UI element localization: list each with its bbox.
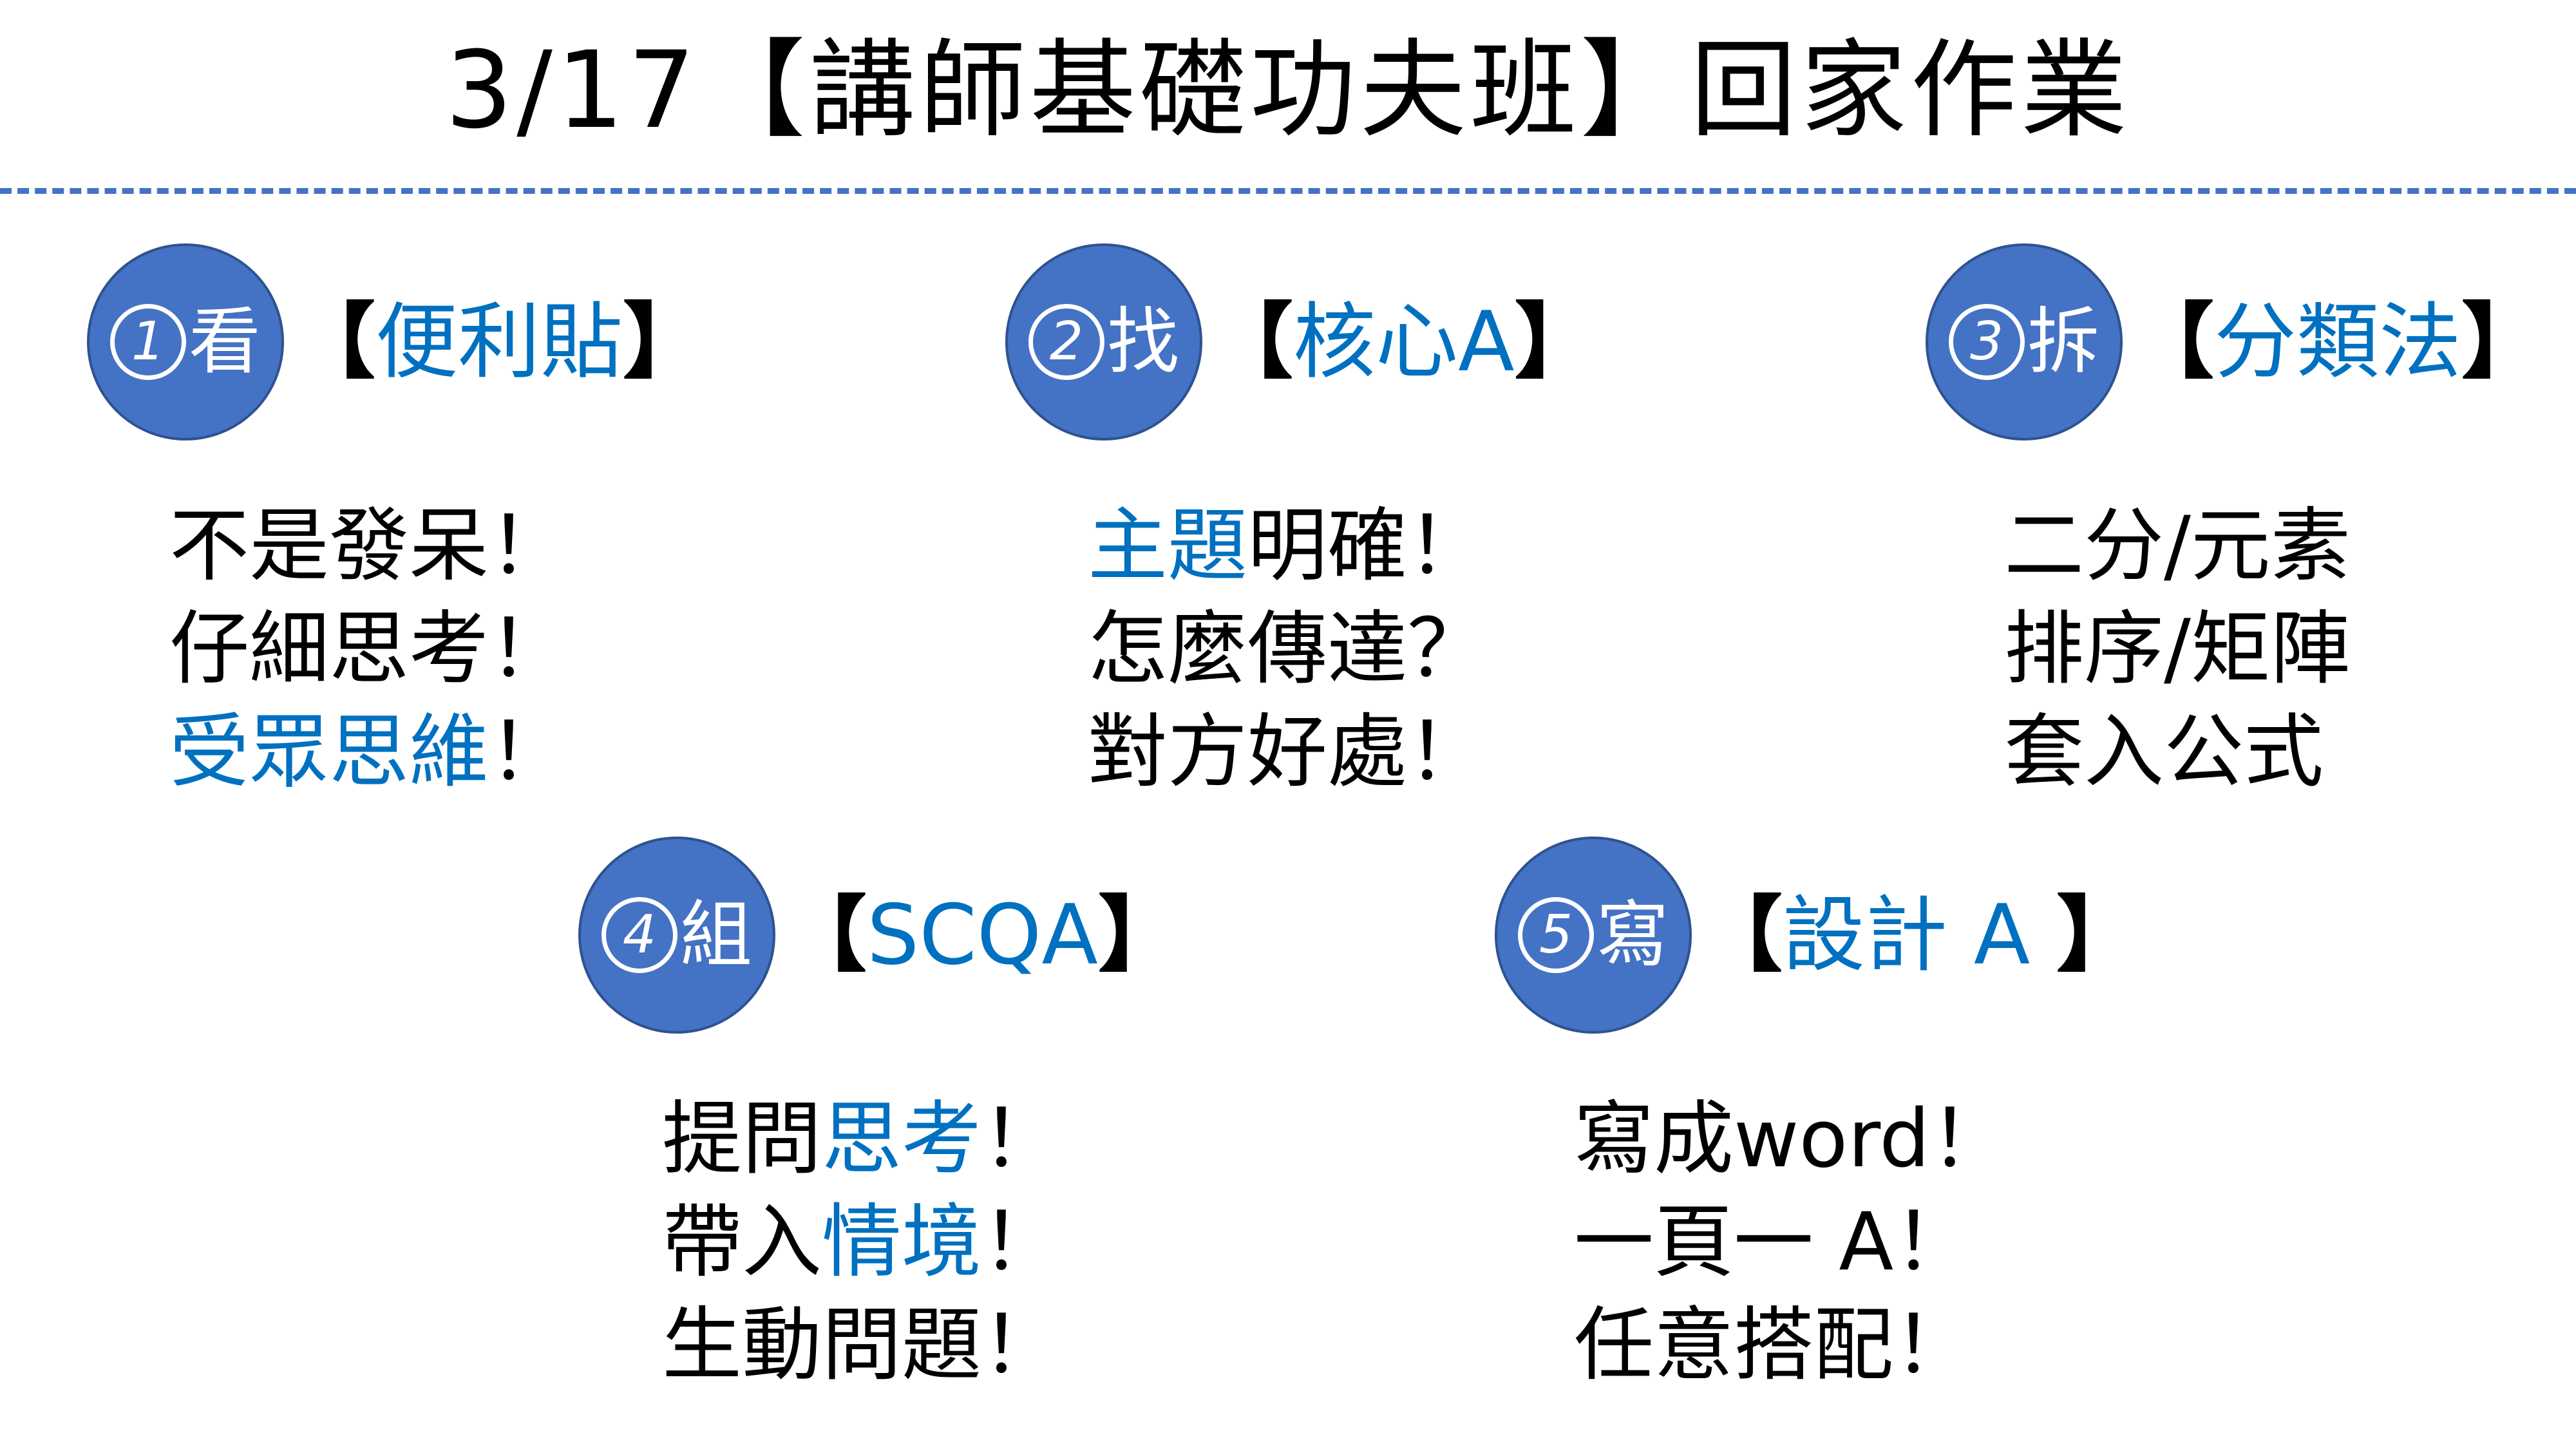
step-verb: 找: [1107, 300, 1179, 384]
bracket-close: 】: [2461, 294, 2544, 390]
step-list-5: 寫成word！ 一頁一 A！ 任意搭配！: [1574, 1088, 2010, 1397]
list-item-text: 提問: [662, 1093, 822, 1186]
list-item: 生動問題！: [662, 1294, 1061, 1397]
list-item-highlight: 受眾思維: [169, 706, 489, 799]
list-item: 不是發呆！: [169, 495, 569, 598]
bracket-open: 【: [2132, 294, 2215, 390]
step-list-4: 提問思考！ 帶入情境！ 生動問題！: [662, 1088, 1061, 1397]
bracket-close: 】: [1514, 294, 1597, 390]
bracket-open: 【: [1700, 887, 1783, 983]
list-item-text: 帶入: [662, 1196, 822, 1289]
bracket-close: 】: [623, 294, 706, 390]
circled-number-icon: 1: [110, 304, 186, 380]
list-item: 套入公式: [2004, 701, 2351, 804]
step-heading-4: 【SCQA】: [784, 884, 1180, 987]
list-item-text: ！: [489, 706, 569, 799]
bracket-open: 【: [784, 887, 867, 983]
bracket-open: 【: [1211, 294, 1294, 390]
circled-number-icon: 5: [1518, 897, 1594, 973]
step-keyword: 核心A: [1293, 294, 1515, 390]
list-item-text: ！: [981, 1093, 1062, 1186]
list-item: 一頁一 A！: [1574, 1191, 2010, 1294]
step-verb: 看: [189, 300, 261, 384]
circled-number-icon: 3: [1949, 304, 2025, 380]
dashed-divider: [0, 188, 2576, 194]
list-item-text: 明確！: [1247, 500, 1488, 592]
step-list-1: 不是發呆！ 仔細思考！ 受眾思維！: [169, 495, 569, 804]
list-item: 受眾思維！: [169, 701, 569, 804]
step-heading-1: 【便利貼】: [293, 291, 705, 394]
bracket-open: 【: [293, 294, 376, 390]
step-verb: 寫: [1596, 893, 1669, 977]
circled-number-icon: 2: [1028, 304, 1104, 380]
list-item-text: 排序/矩陣: [2004, 603, 2351, 696]
list-item-text: 對方好處！: [1088, 706, 1488, 799]
list-item-highlight: 主題: [1088, 500, 1248, 592]
bracket-close: 】: [2056, 887, 2139, 983]
list-item: 仔細思考！: [169, 598, 569, 701]
list-item-text: 二分/元素: [2004, 500, 2351, 592]
circled-number-icon: 4: [601, 897, 677, 973]
step-keyword: 便利貼: [375, 294, 623, 390]
step-heading-2: 【核心A】: [1211, 291, 1597, 394]
list-item-text: 一頁一 A！: [1574, 1196, 1974, 1289]
step-keyword: 分類法: [2214, 294, 2462, 390]
list-item-text: 仔細思考！: [169, 603, 569, 696]
step-keyword: SCQA: [867, 887, 1098, 983]
list-item: 提問思考！: [662, 1088, 1061, 1191]
step-heading-5: 【設計 A 】: [1700, 884, 2139, 987]
list-item: 寫成word！: [1574, 1088, 2010, 1191]
list-item-highlight: 思考: [822, 1093, 982, 1186]
step-list-2: 主題明確！ 怎麼傳達？ 對方好處！: [1088, 495, 1487, 804]
list-item-text: ！: [981, 1196, 1062, 1289]
list-item-text: 套入公式: [2004, 706, 2324, 799]
step-list-3: 二分/元素 排序/矩陣 套入公式: [2004, 495, 2351, 804]
step-keyword: 設計 A: [1783, 887, 2056, 983]
list-item-text: 寫成word！: [1574, 1093, 2010, 1186]
bracket-close: 】: [1097, 887, 1180, 983]
step-verb: 拆: [2027, 300, 2099, 384]
step-verb: 組: [680, 893, 752, 977]
list-item: 主題明確！: [1088, 495, 1487, 598]
page-title: 3/17【講師基礎功夫班】回家作業: [445, 28, 2131, 152]
list-item: 二分/元素: [2004, 495, 2351, 598]
list-item-text: 任意搭配！: [1574, 1299, 1974, 1392]
list-item: 怎麼傳達？: [1088, 598, 1487, 701]
list-item-highlight: 情境: [822, 1196, 982, 1289]
list-item: 帶入情境！: [662, 1191, 1061, 1294]
list-item-text: 生動問題！: [662, 1299, 1062, 1392]
list-item: 任意搭配！: [1574, 1294, 2010, 1397]
list-item-text: 怎麼傳達？: [1088, 603, 1488, 696]
list-item: 對方好處！: [1088, 701, 1487, 804]
list-item-text: 不是發呆！: [169, 500, 569, 592]
list-item: 排序/矩陣: [2004, 598, 2351, 701]
step-heading-3: 【分類法】: [2132, 291, 2544, 394]
